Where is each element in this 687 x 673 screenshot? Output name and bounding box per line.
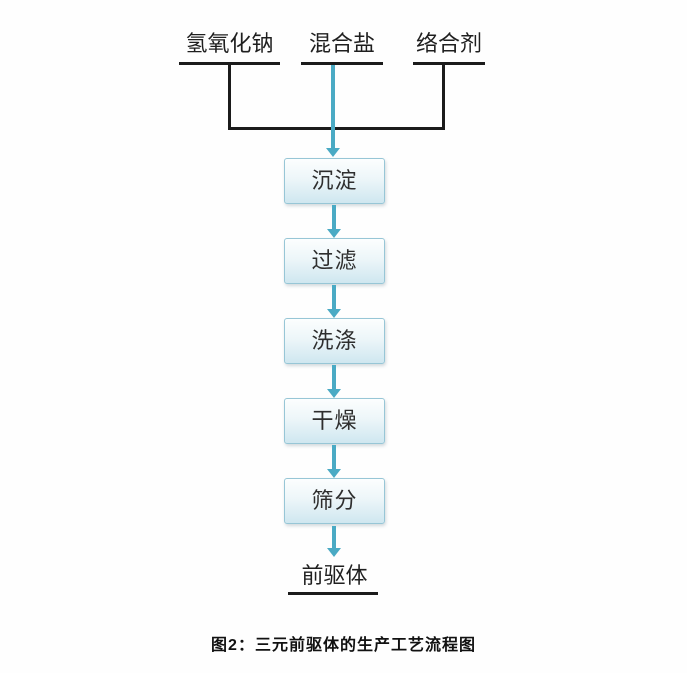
step-box-sieving: 筛分	[284, 478, 385, 524]
input-label-complexing-agent: 络合剂	[413, 31, 485, 65]
arrow-shaft	[331, 65, 335, 148]
connector-left-vertical-line	[228, 64, 231, 130]
arrow-head-icon	[327, 229, 341, 238]
arrow-head-icon	[327, 309, 341, 318]
arrow-shaft	[332, 205, 336, 229]
connector-right-vertical-line	[442, 64, 445, 130]
input-label-mixed-salt: 混合盐	[301, 31, 383, 65]
step-box-drying: 干燥	[284, 398, 385, 444]
arrow-head-icon	[327, 548, 341, 557]
output-label-precursor: 前驱体	[301, 563, 368, 588]
arrow-shaft	[332, 285, 336, 309]
arrow-head-icon	[326, 148, 340, 157]
arrow-shaft	[332, 445, 336, 469]
step-box-precipitation: 沉淀	[284, 158, 385, 204]
step-box-washing: 洗涤	[284, 318, 385, 364]
connector-horizontal-line	[228, 127, 445, 130]
arrow-head-icon	[327, 469, 341, 478]
output-underline	[288, 592, 378, 595]
step-box-filtration: 过滤	[284, 238, 385, 284]
arrow-shaft	[332, 365, 336, 389]
input-label-sodium-hydroxide: 氢氧化钠	[179, 31, 280, 65]
figure-caption: 图2：三元前驱体的生产工艺流程图	[211, 637, 476, 654]
arrow-shaft	[332, 526, 336, 548]
arrow-head-icon	[327, 389, 341, 398]
